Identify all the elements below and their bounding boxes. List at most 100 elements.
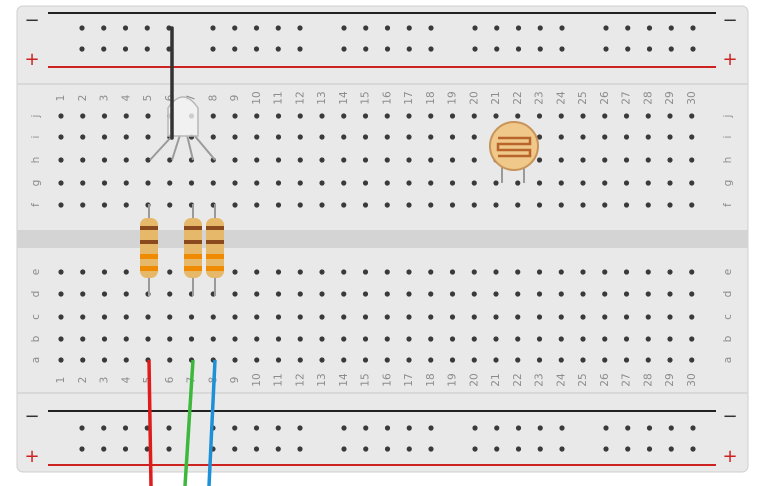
hole-b27 — [623, 336, 630, 342]
hole-h19 — [449, 157, 456, 163]
hole-c24 — [558, 314, 564, 320]
rail-plus-sign-top-right: + — [722, 49, 737, 70]
hole-a13 — [319, 357, 325, 363]
rail-hole — [559, 46, 565, 52]
column-number-bottom: 17 — [403, 373, 415, 386]
rail-hole — [253, 46, 260, 52]
row-letter-left: c — [30, 314, 42, 320]
center-channel — [17, 230, 748, 248]
hole-f10 — [254, 202, 260, 208]
hole-d28 — [645, 291, 651, 297]
hole-d14 — [341, 291, 347, 297]
hole-e14 — [341, 269, 347, 275]
hole-a25 — [580, 357, 586, 363]
hole-b12 — [297, 336, 303, 342]
hole-j22 — [515, 113, 521, 119]
hole-h11 — [275, 157, 282, 163]
hole-g27 — [623, 180, 630, 186]
hole-b15 — [362, 336, 369, 342]
column-number-top: 9 — [229, 95, 241, 102]
hole-e23 — [536, 269, 543, 275]
hole-a18 — [428, 357, 434, 363]
wire-green[interactable] — [183, 359, 195, 486]
resistor-icon — [140, 204, 158, 296]
column-number-top: 10 — [251, 91, 263, 104]
top-rail-divider — [17, 83, 748, 85]
rail-plus-sign-bottom-right: + — [722, 446, 737, 467]
hole-i8 — [210, 134, 216, 140]
hole-f24 — [558, 202, 564, 208]
hole-f9 — [232, 202, 238, 208]
hole-i13 — [319, 134, 325, 140]
hole-a14 — [341, 357, 347, 363]
hole-i23 — [536, 134, 543, 140]
hole-f6 — [167, 202, 173, 208]
rail-hole — [428, 446, 434, 452]
hole-j17 — [406, 113, 412, 119]
rail-hole — [690, 425, 696, 431]
hole-h4 — [123, 157, 129, 163]
hole-g4 — [123, 180, 129, 186]
hole-j11 — [275, 113, 282, 119]
rail-hole — [472, 446, 478, 452]
wire-blue[interactable] — [207, 359, 217, 486]
rail-hole — [625, 446, 631, 452]
hole-j23 — [536, 113, 543, 119]
row-letter-left: j — [30, 115, 42, 119]
column-number-top: 8 — [207, 95, 219, 102]
hole-g24 — [558, 180, 564, 186]
hole-e11 — [275, 269, 282, 275]
rail-hole — [101, 425, 107, 431]
hole-g16 — [384, 180, 390, 186]
row-letter-right: j — [722, 115, 734, 119]
hole-j13 — [319, 113, 325, 119]
hole-f4 — [123, 202, 129, 208]
hole-h27 — [623, 157, 630, 163]
hole-a22 — [515, 357, 521, 363]
hole-d27 — [623, 291, 630, 297]
column-number-top: 13 — [316, 91, 328, 104]
hole-d23 — [536, 291, 543, 297]
hole-g11 — [275, 180, 282, 186]
hole-e26 — [602, 269, 608, 275]
column-number-top: 4 — [120, 94, 132, 101]
hole-f17 — [406, 202, 412, 208]
hole-h5 — [145, 157, 151, 163]
column-number-top: 25 — [577, 91, 589, 104]
row-letter-right: d — [722, 291, 734, 298]
rail-hole — [341, 425, 347, 431]
hole-d29 — [667, 291, 673, 297]
hole-g13 — [319, 180, 325, 186]
hole-a3 — [101, 357, 108, 363]
hole-a29 — [667, 357, 673, 363]
column-number-bottom: 3 — [99, 377, 111, 384]
row-letter-left: d — [30, 291, 42, 298]
rail-hole — [275, 446, 281, 452]
hole-b11 — [275, 336, 282, 342]
wire-red[interactable] — [147, 359, 153, 486]
hole-g2 — [80, 180, 86, 186]
rail-hole — [363, 25, 369, 31]
hole-c12 — [297, 314, 303, 320]
column-number-top: 12 — [294, 91, 306, 104]
rail-hole — [428, 46, 434, 52]
hole-j14 — [341, 113, 347, 119]
hole-b7 — [188, 336, 195, 342]
hole-a4 — [123, 357, 129, 363]
hole-i19 — [449, 134, 456, 140]
rail-hole — [166, 425, 172, 431]
rail-hole — [668, 446, 674, 452]
row-letter-left: a — [30, 357, 42, 363]
hole-d3 — [101, 291, 108, 297]
hole-d13 — [319, 291, 325, 297]
rail-hole — [537, 25, 543, 31]
hole-b17 — [406, 336, 412, 342]
rail-hole — [275, 46, 281, 52]
rail-hole — [625, 425, 631, 431]
hole-c28 — [645, 314, 651, 320]
rail-hole — [144, 25, 150, 31]
rail-hole — [297, 425, 303, 431]
hole-c10 — [254, 314, 260, 320]
rail-hole — [668, 46, 674, 52]
hole-b4 — [123, 336, 129, 342]
